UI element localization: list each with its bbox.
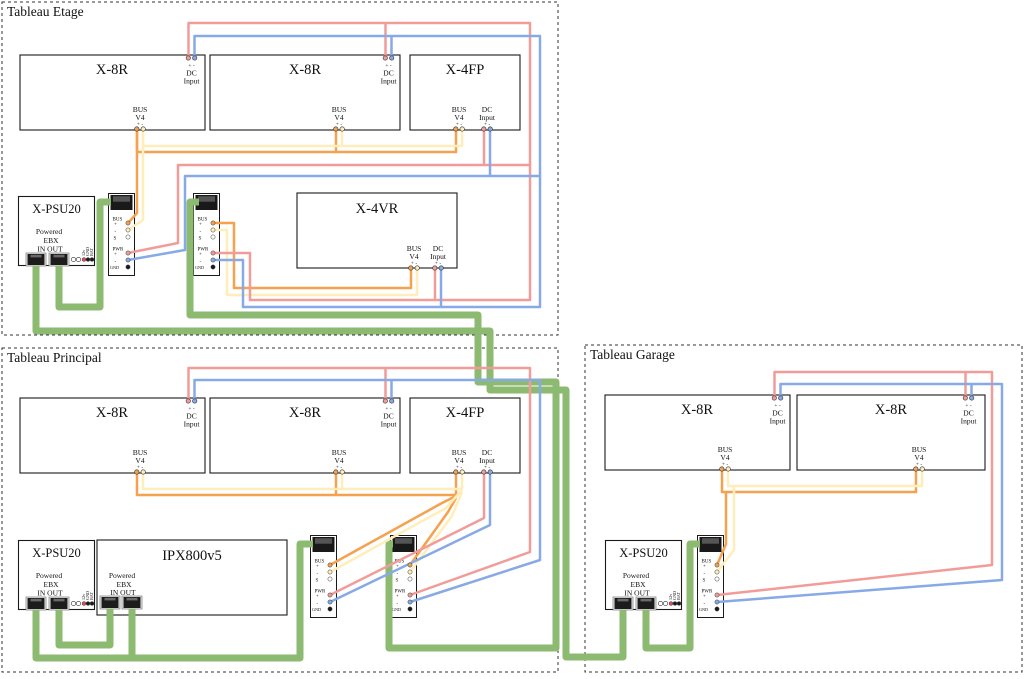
wire-bus-plus-garage-trunk <box>720 470 918 494</box>
device-x4fp <box>409 397 521 474</box>
device-label: X-8R <box>96 405 129 421</box>
etage-module-1 <box>108 193 135 276</box>
etage-xpsu20 <box>19 197 95 267</box>
wire-pwr-minus-garage-main <box>716 382 1004 604</box>
wire-ebx-etage-psu-in-to-garage-psu-in <box>32 266 627 661</box>
wire-pwr-minus-principal-module1 <box>329 473 492 604</box>
ipx-in-out-label: IN OUT <box>110 588 136 597</box>
garage-wires <box>715 370 1004 604</box>
device-label: X-4FP <box>446 62 485 78</box>
device-label: X-4FP <box>446 405 485 421</box>
device-x8r <box>209 397 401 474</box>
ebx-cables <box>32 198 700 662</box>
ipx-ebx-label: EBX <box>117 580 133 589</box>
wire-pwr-minus-etage-module1 <box>127 174 540 262</box>
device-x8r <box>604 394 791 471</box>
device-label: X-4VR <box>356 201 399 217</box>
wire-pwr-plus-garage-main <box>716 370 994 597</box>
device-x8r <box>19 397 206 474</box>
device-label: X-8R <box>289 405 322 421</box>
device-label: X-8R <box>96 62 129 78</box>
panel-etage-title: Tableau Etage <box>7 4 84 19</box>
panel-etage-border <box>1 1 559 336</box>
principal-wires <box>135 366 542 604</box>
wire-pwr-plus-etage-main <box>187 21 532 302</box>
wire-pwr-plus-principal-main <box>187 366 532 597</box>
wire-bus-plus-etage-module1 <box>127 130 139 224</box>
device-x4fp <box>409 54 521 131</box>
ipx-in-jack <box>99 595 121 610</box>
garage-xpsu20 <box>606 541 682 611</box>
principal-module-1 <box>310 535 337 618</box>
wire-bus-minus-principal-module1 <box>329 489 463 574</box>
principal-devices: X-8R X-8R X-4FP IPX800v5 Powered EBX IN … <box>19 397 521 618</box>
wire-bus-minus-garage-module <box>716 486 736 573</box>
wire-ebx-principal-loop-to-module1 <box>32 540 313 662</box>
device-x8r <box>796 394 986 471</box>
etage-wires <box>127 21 542 309</box>
device-x8r <box>209 54 401 131</box>
wire-pwr-plus-principal-module1 <box>329 473 486 597</box>
device-label: X-8R <box>289 62 322 78</box>
panel-principal-title: Tableau Principal <box>7 350 102 365</box>
wire-pwr-plus-etage-module1 <box>127 163 530 255</box>
wire-ebx-principal-psu-out-to-ipx-in <box>55 609 114 649</box>
device-label: X-8R <box>875 402 908 418</box>
etage-devices: X-8R X-8R X-4FP X-4VR <box>19 54 521 276</box>
device-label: IPX800v5 <box>162 548 222 564</box>
panel-garage-border <box>584 344 1023 673</box>
wire-bus-plus-etage-module2-x4vr <box>213 221 413 290</box>
panel-principal-border <box>1 347 559 673</box>
wire-pwr-minus-etage-main <box>193 34 542 309</box>
garage-devices: X-8R X-8R <box>604 394 986 618</box>
wire-bus-minus-etage-module1 <box>127 130 145 232</box>
wire-bus-minus-etage-module2-x4vr <box>213 228 419 297</box>
wire-ebx-garage-psu-out-to-module <box>642 540 700 652</box>
etage-module-2 <box>193 193 220 276</box>
wire-bus-minus-principal-module2 <box>409 491 464 573</box>
ipx-powered-label: Powered <box>109 571 135 580</box>
wire-ebx-etage-module2-to-principal-module2 <box>186 198 560 652</box>
principal-xpsu20 <box>19 541 95 611</box>
wire-bus-plus-principal-trunk <box>135 473 458 497</box>
principal-module-2 <box>390 535 417 618</box>
wire-bus-plus-principal-module1 <box>329 494 457 567</box>
garage-module <box>697 535 724 618</box>
wire-pwr-minus-principal-main <box>193 378 542 604</box>
wire-bus-plus-garage-module <box>715 492 728 566</box>
wire-bus-minus-etage-trunk <box>141 130 464 148</box>
wire-bus-minus-garage-trunk <box>726 470 924 488</box>
wire-bus-plus-etage-trunk <box>135 130 458 154</box>
wire-ebx-etage-psu-out-to-module1 <box>55 198 111 311</box>
device-label: X-8R <box>681 402 714 418</box>
wire-bus-minus-principal-trunk <box>141 473 464 491</box>
panel-garage-title: Tableau Garage <box>590 347 675 362</box>
device-x8r <box>19 54 206 131</box>
ipx-out-jack <box>121 595 143 610</box>
